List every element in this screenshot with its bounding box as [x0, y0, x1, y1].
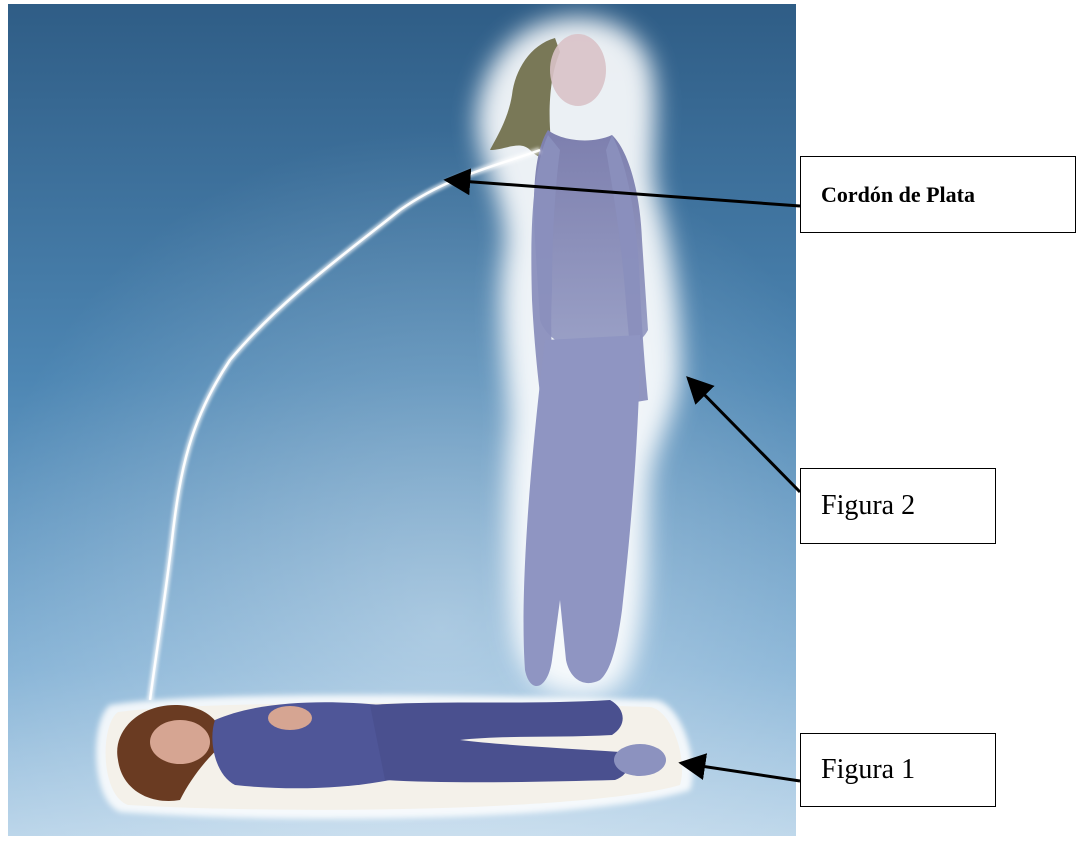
figure-2-label-box: Figura 2	[800, 468, 996, 544]
figure-1-label-box: Figura 1	[800, 733, 996, 807]
silver-cord-label: Cordón de Plata	[821, 182, 975, 208]
figure-2-label: Figura 2	[821, 490, 915, 522]
silver-cord-label-box: Cordón de Plata	[800, 156, 1076, 233]
physical-feet	[614, 744, 666, 776]
physical-hand	[268, 706, 312, 730]
physical-head	[150, 720, 210, 764]
figure-1-label: Figura 1	[821, 754, 915, 786]
astral-head	[550, 34, 606, 106]
